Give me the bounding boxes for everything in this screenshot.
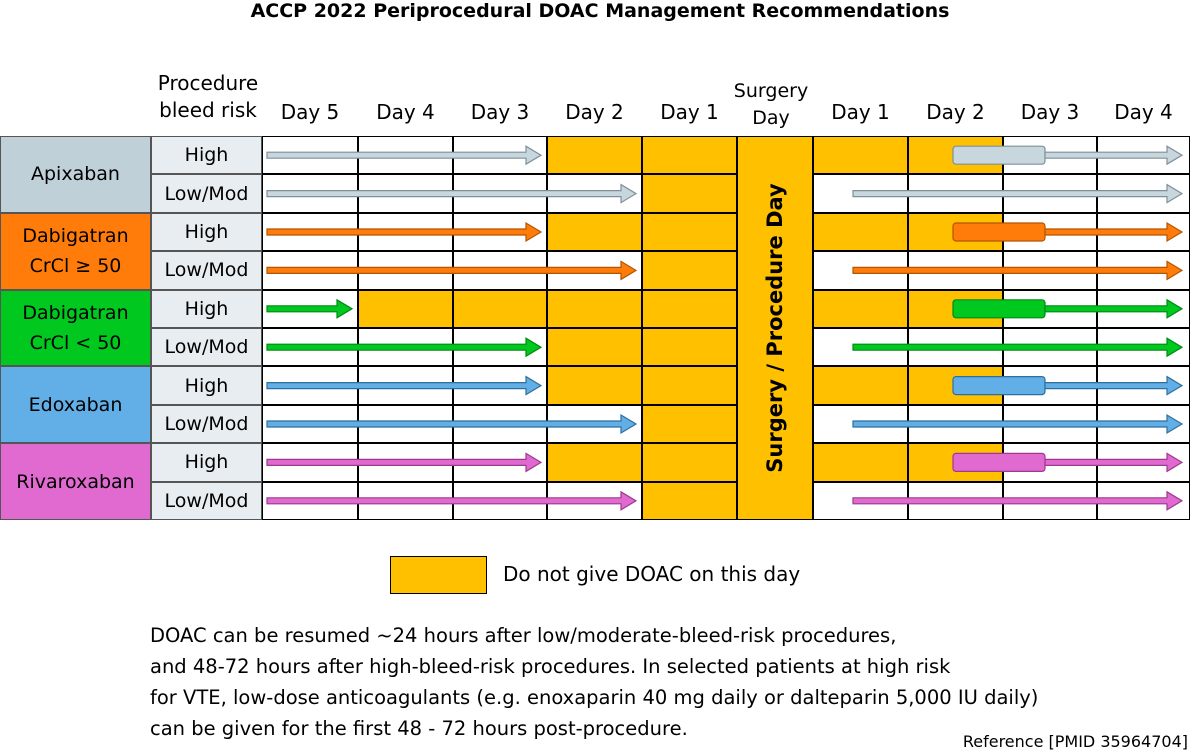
post-op-dosing-arrow bbox=[852, 413, 1184, 435]
pre-op-dosing-arrow bbox=[266, 145, 543, 166]
post-day-cell bbox=[813, 212, 908, 252]
pre-day-cell bbox=[642, 443, 737, 482]
post-op-dosing-arrow bbox=[1044, 145, 1184, 166]
risk-label: Low/Mod bbox=[151, 251, 262, 290]
drug-label: Rivaroxaban bbox=[0, 443, 151, 520]
post-op-dosing-arrow bbox=[1044, 298, 1184, 319]
risk-label: High bbox=[151, 136, 262, 175]
post-day-header: Day 1 bbox=[831, 100, 890, 124]
surgery-day-column: Surgery / Procedure Day bbox=[737, 136, 813, 520]
note-line: and 48-72 hours after high-bleed-risk pr… bbox=[150, 655, 951, 678]
resume-dose-box bbox=[952, 222, 1046, 242]
post-op-dosing-arrow bbox=[1044, 375, 1184, 396]
pre-day-cell bbox=[547, 136, 642, 175]
legend-label: Do not give DOAC on this day bbox=[503, 562, 801, 586]
pre-day-cell bbox=[547, 212, 642, 252]
risk-label: High bbox=[151, 212, 262, 252]
post-day-cell bbox=[813, 443, 908, 482]
pre-day-cell bbox=[547, 289, 642, 328]
risk-header-line: bleed risk bbox=[159, 98, 257, 122]
reference: Reference [PMID 35964704] bbox=[962, 732, 1188, 751]
risk-label: High bbox=[151, 443, 262, 482]
pre-day-cell bbox=[642, 481, 737, 520]
risk-header-line: Procedure bbox=[157, 71, 259, 95]
note-line: for VTE, low-dose anticoagulants (e.g. e… bbox=[150, 686, 1039, 709]
post-op-dosing-arrow bbox=[1044, 221, 1184, 243]
post-day-header: Day 2 bbox=[926, 100, 985, 124]
pre-day-header: Day 4 bbox=[376, 100, 435, 124]
pre-day-header: Day 1 bbox=[660, 100, 719, 124]
pre-op-dosing-arrow bbox=[266, 452, 543, 473]
pre-op-dosing-arrow bbox=[266, 375, 543, 396]
resume-dose-box bbox=[952, 299, 1046, 319]
pre-day-cell bbox=[642, 289, 737, 328]
pre-day-header: Day 3 bbox=[470, 100, 530, 124]
note-line: can be given for the first 48 - 72 hours… bbox=[150, 717, 688, 740]
post-op-dosing-arrow bbox=[852, 337, 1184, 358]
pre-day-cell bbox=[642, 366, 737, 405]
pre-op-dosing-arrow bbox=[266, 260, 638, 281]
pre-op-dosing-arrow bbox=[266, 337, 543, 358]
post-op-dosing-arrow bbox=[1044, 452, 1184, 473]
risk-label: Low/Mod bbox=[151, 404, 262, 444]
pre-op-dosing-arrow bbox=[266, 298, 354, 319]
risk-label: High bbox=[151, 289, 262, 328]
pre-day-cell bbox=[642, 212, 737, 252]
risk-label: High bbox=[151, 366, 262, 405]
legend-swatch bbox=[390, 556, 487, 594]
risk-label: Low/Mod bbox=[151, 174, 262, 213]
pre-day-cell bbox=[642, 174, 737, 213]
pre-day-cell bbox=[547, 443, 642, 482]
pre-op-dosing-arrow bbox=[266, 490, 638, 511]
drug-label: Apixaban bbox=[0, 136, 151, 213]
pre-op-dosing-arrow bbox=[266, 183, 638, 204]
post-day-cell bbox=[813, 366, 908, 405]
post-day-cell bbox=[813, 136, 908, 175]
post-day-header: Day 3 bbox=[1020, 100, 1080, 124]
resume-dose-box bbox=[952, 376, 1046, 396]
post-op-dosing-arrow bbox=[852, 183, 1184, 204]
surgery-header-line: Day bbox=[752, 107, 790, 129]
resume-dose-box bbox=[952, 145, 1046, 165]
pre-op-dosing-arrow bbox=[266, 221, 543, 243]
post-op-dosing-arrow bbox=[852, 490, 1184, 511]
pre-day-cell bbox=[642, 328, 737, 367]
resume-dose-box bbox=[952, 452, 1046, 472]
note-line: DOAC can be resumed ~24 hours after low/… bbox=[150, 624, 897, 647]
pre-day-header: Day 2 bbox=[565, 100, 624, 124]
pre-day-cell bbox=[642, 404, 737, 444]
post-day-header: Day 4 bbox=[1114, 100, 1173, 124]
risk-label: Low/Mod bbox=[151, 481, 262, 520]
post-day-cell bbox=[813, 289, 908, 328]
risk-label: Low/Mod bbox=[151, 328, 262, 367]
pre-day-cell bbox=[358, 289, 453, 328]
post-op-dosing-arrow bbox=[852, 260, 1184, 281]
drug-label: Edoxaban bbox=[0, 366, 151, 444]
pre-day-cell bbox=[547, 366, 642, 405]
note-text: DOAC can be resumed ~24 hours after low/… bbox=[150, 620, 1038, 744]
pre-day-cell bbox=[453, 289, 547, 328]
risk-column-header: Procedure bleed risk bbox=[150, 70, 266, 124]
pre-day-header: Day 5 bbox=[280, 100, 340, 124]
pre-day-cell bbox=[547, 328, 642, 367]
pre-day-cell bbox=[642, 136, 737, 175]
surgery-header-line: Surgery bbox=[733, 80, 809, 102]
pre-day-cell bbox=[642, 251, 737, 290]
page-title: ACCP 2022 Periprocedural DOAC Management… bbox=[250, 0, 950, 22]
pre-op-dosing-arrow bbox=[266, 413, 638, 435]
